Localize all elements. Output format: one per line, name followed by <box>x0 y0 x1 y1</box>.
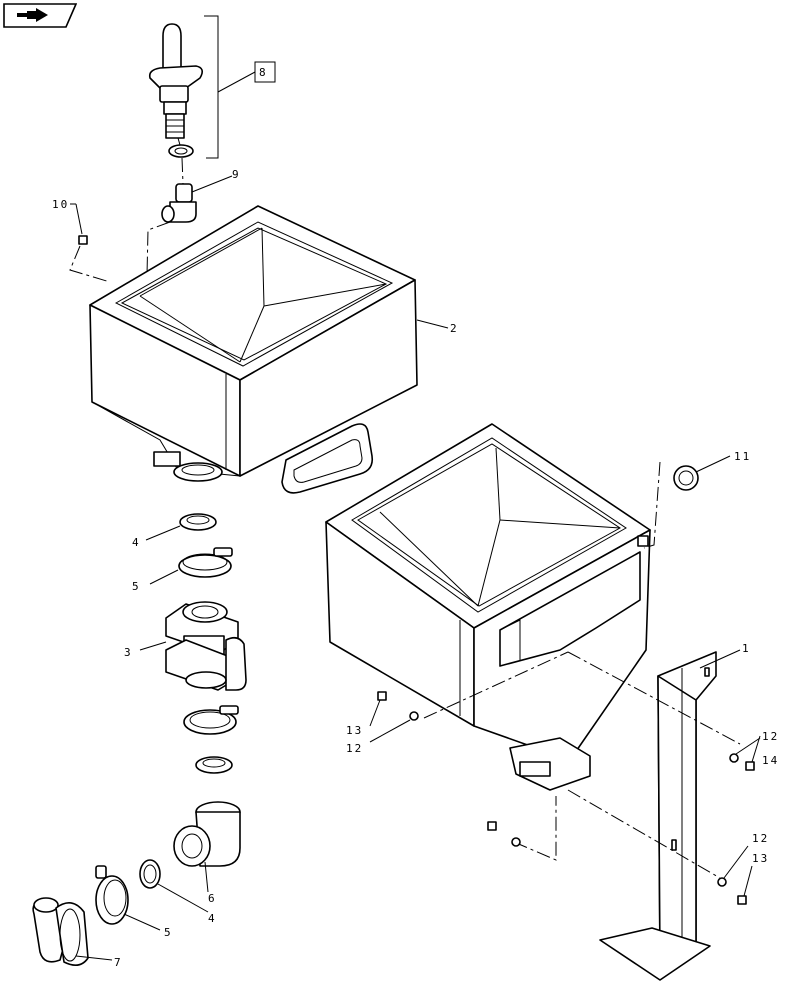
callout-5a: 5 <box>132 580 141 593</box>
clamp-5b-lower <box>183 705 239 735</box>
callout-5b: 5 <box>164 926 173 939</box>
nut-14 <box>745 735 761 771</box>
callout-11: 11 <box>734 450 751 463</box>
clamp-5c <box>95 865 161 931</box>
callout-8: 8 <box>259 66 268 79</box>
callout-7: 7 <box>114 956 123 969</box>
callout-4a: 4 <box>132 536 141 549</box>
next-page-button[interactable] <box>3 3 78 28</box>
clamp-5a <box>149 547 233 585</box>
washer-12a <box>369 711 419 743</box>
callout-12a: 12 <box>762 730 779 743</box>
next-page-arrow-icon <box>3 3 78 28</box>
callout-3: 3 <box>124 646 133 659</box>
valve-body-3 <box>139 601 247 691</box>
spout-7 <box>32 897 113 966</box>
bolt-13a <box>369 691 387 727</box>
seal-ring-lower <box>195 756 233 774</box>
grommet-11 <box>643 455 731 549</box>
stand-1 <box>599 649 741 981</box>
hopper-2 <box>89 205 449 494</box>
callout-2: 2 <box>450 322 459 335</box>
callout-12c: 12 <box>752 832 769 845</box>
callout-13b: 13 <box>752 852 769 865</box>
seal-ring-4b <box>139 859 209 913</box>
callout-4b: 4 <box>208 912 217 925</box>
elbow-6 <box>173 801 241 893</box>
callout-9: 9 <box>232 168 241 181</box>
group-bracket-8 <box>204 15 256 159</box>
callout-6: 6 <box>208 892 217 905</box>
callout-13a: 13 <box>346 724 363 737</box>
nut-13b <box>737 865 753 905</box>
callout-14: 14 <box>762 754 779 767</box>
small-cap-10 <box>69 203 111 283</box>
washer-12c <box>717 845 749 887</box>
callout-1: 1 <box>742 642 751 655</box>
callout-12b: 12 <box>346 742 363 755</box>
elbow-fitting-9 <box>161 175 233 223</box>
callout-8-box <box>254 61 276 83</box>
tank <box>325 423 651 791</box>
washer-12b <box>729 737 761 763</box>
seal-ring-4a <box>145 513 217 541</box>
callout-10: 10 <box>52 198 69 211</box>
bolt-lower <box>487 821 521 847</box>
valve-assembly <box>148 23 204 185</box>
